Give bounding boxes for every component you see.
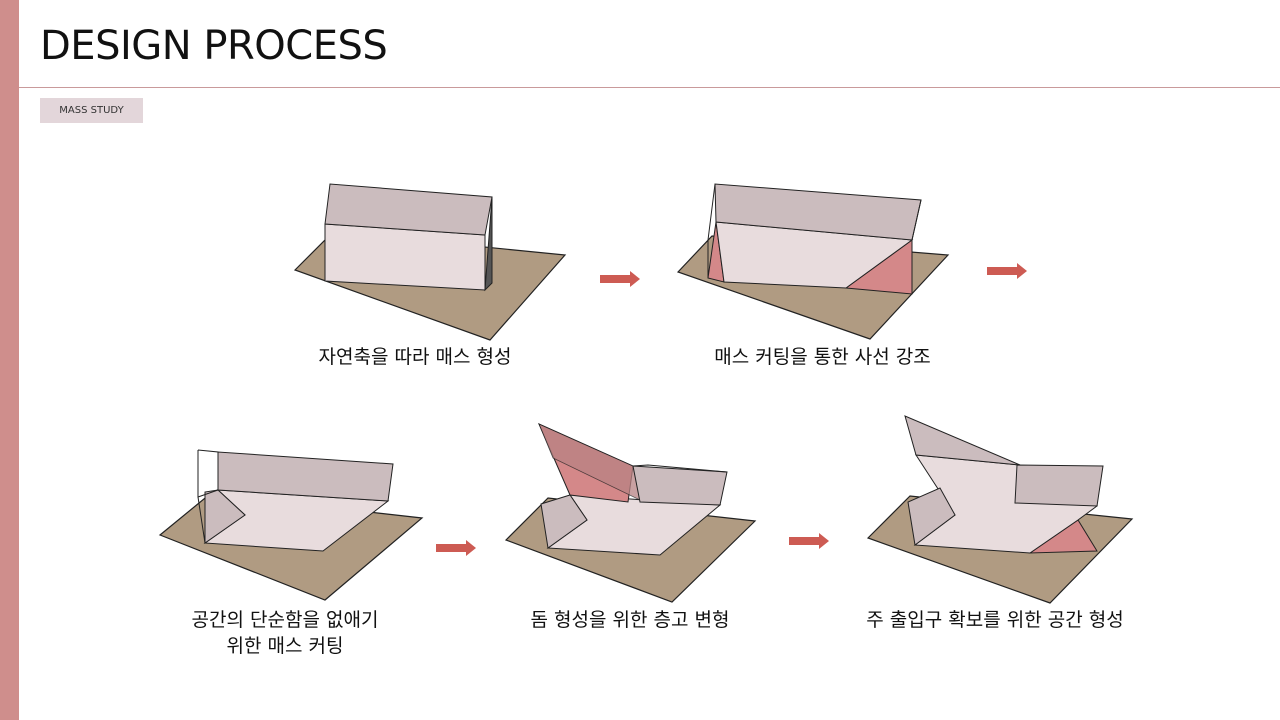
arrow-1 <box>600 271 640 287</box>
step-3-caption-line-2: 위한 매스 커팅 <box>226 635 344 657</box>
accent-side-bar <box>0 0 19 720</box>
step-2-model <box>676 183 950 340</box>
step-3-wire <box>197 449 219 498</box>
step-2-wire-right <box>911 199 922 294</box>
arrow-4 <box>789 533 829 549</box>
step-5-caption: 주 출입구 확보를 위한 공간 형성 <box>866 609 1124 631</box>
step-4-mass-right <box>632 465 728 506</box>
step-2-wire <box>707 183 716 278</box>
step-3-model <box>158 449 424 601</box>
title-divider <box>19 87 1280 88</box>
section-tag: MASS STUDY <box>40 98 143 123</box>
step-5-wedge <box>907 487 956 546</box>
step-4-model <box>504 423 757 603</box>
step-5-model <box>866 415 1134 604</box>
step-3-caption-line-1: 공간의 단순함을 없애기 <box>191 609 379 631</box>
step-1-mass-top <box>324 183 493 236</box>
arrow-3 <box>436 540 476 556</box>
step-1-model <box>293 183 567 341</box>
step-3-caption: 공간의 단순함을 없애기 위한 매스 커팅 <box>150 607 420 659</box>
step-5-mass-right <box>1014 464 1104 507</box>
step-4-wire <box>632 464 728 473</box>
step-2-caption: 매스 커팅을 통한 사선 강조 <box>714 346 931 368</box>
page-title: DESIGN PROCESS <box>40 23 388 69</box>
arrow-2 <box>987 263 1027 279</box>
step-1-mass-side <box>484 196 493 292</box>
step-1-caption: 자연축을 따라 매스 형성 <box>318 346 512 368</box>
step-1-mass-front <box>324 223 486 291</box>
step-5-dome-left <box>904 415 1021 466</box>
step-4-caption: 돔 형성을 위한 층고 변형 <box>530 609 730 631</box>
